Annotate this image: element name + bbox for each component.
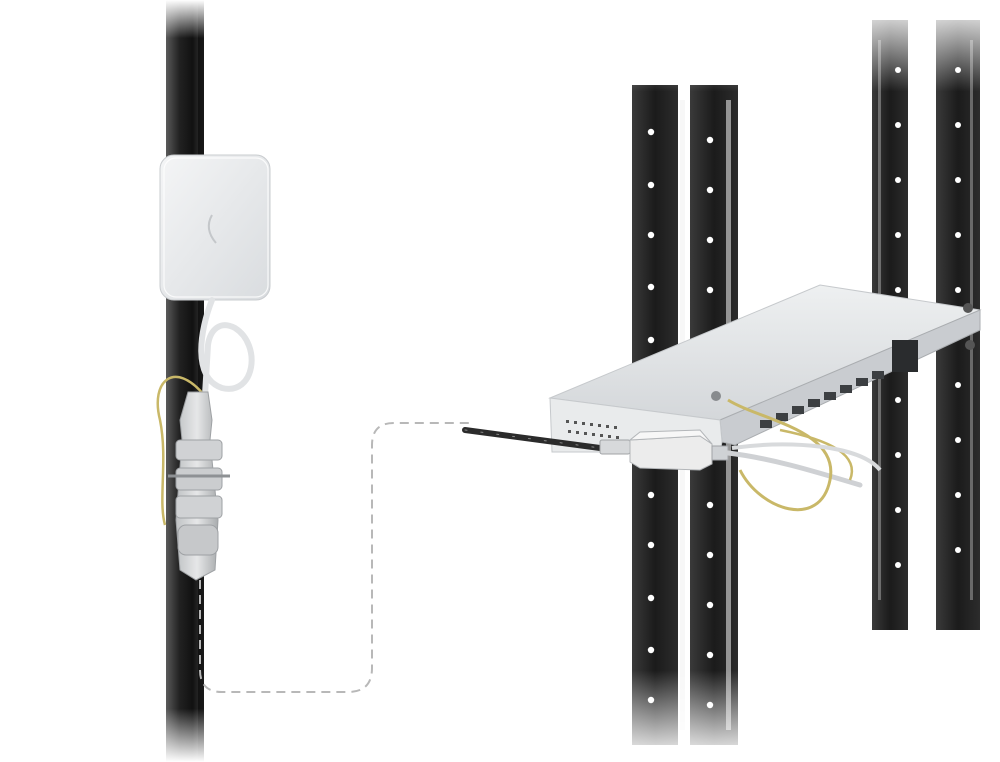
dashed-cable-route [199,422,470,693]
